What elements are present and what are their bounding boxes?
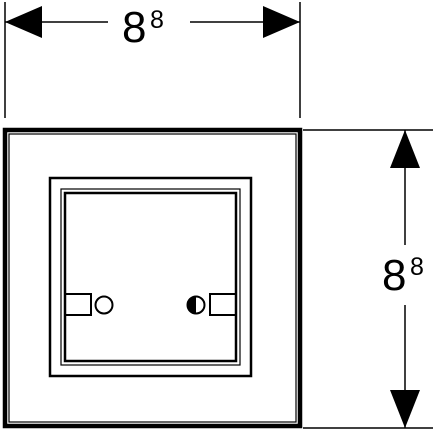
height-dimension-value: 8 — [382, 251, 406, 300]
outer-frame-inner-edge — [8, 133, 297, 423]
insert-outer-border — [48, 176, 253, 378]
height-arrowhead-top — [390, 130, 420, 168]
height-arrowhead-bottom — [390, 390, 420, 428]
width-dimension: 8 8 — [4, 2, 301, 118]
width-arrowhead-right — [263, 6, 300, 38]
left-indicator-lamp-icon — [94, 295, 114, 315]
outer-frame-outline — [2, 127, 303, 429]
width-arrowhead-left — [5, 6, 42, 38]
insert-face — [63, 191, 238, 363]
insert-inner-border — [60, 188, 241, 366]
left-indicator-bracket — [65, 293, 92, 316]
left-indicator — [65, 293, 114, 316]
height-dimension: 8 8 — [303, 129, 433, 429]
right-indicator-lamp-half-fill — [187, 296, 196, 314]
cover-plate — [2, 127, 303, 429]
right-indicator — [186, 293, 236, 316]
width-dimension-value: 8 — [122, 3, 146, 52]
height-dimension-superscript: 8 — [410, 253, 424, 281]
right-indicator-bracket — [209, 293, 236, 316]
width-dimension-superscript: 8 — [150, 6, 164, 34]
